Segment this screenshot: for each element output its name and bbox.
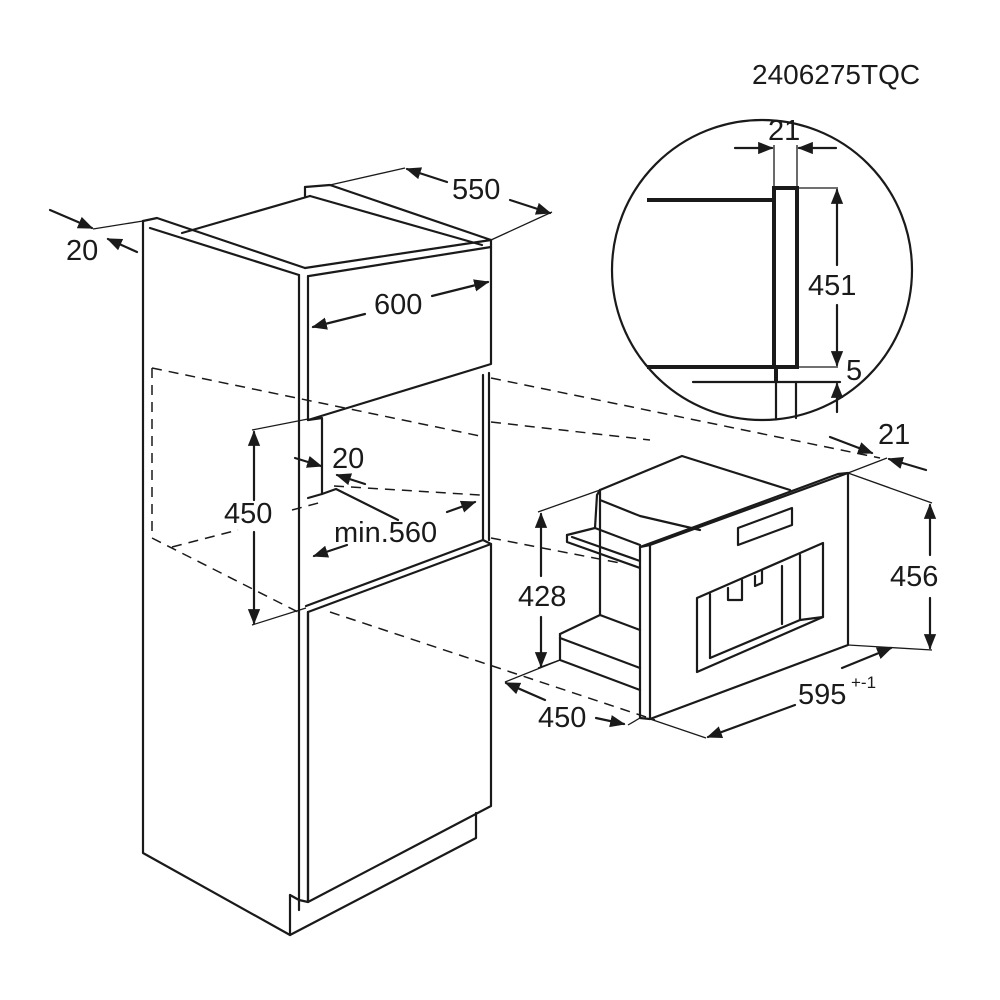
dim-cabinet-depth: 550: [329, 167, 553, 241]
detail-dim-5: 5: [846, 355, 862, 387]
dim-front-thickness: 21: [828, 419, 928, 474]
dim-21-front: 21: [878, 419, 910, 451]
dim-cabinet-width: 600: [311, 279, 490, 330]
dim-front-height: 456: [847, 472, 938, 651]
dim-front-width: 595 +-1: [649, 646, 893, 739]
dim-550: 550: [452, 174, 500, 206]
detail-dim-21: 21: [768, 115, 800, 147]
detail-circle: 21 451 5: [610, 115, 914, 422]
dim-428: 428: [518, 581, 566, 613]
drawing-code: 2406275TQC: [752, 59, 920, 90]
dim-600: 600: [374, 289, 422, 321]
dim-20-niche: 20: [332, 443, 364, 475]
detail-dim-451: 451: [808, 270, 856, 302]
dim-595-tolerance: +-1: [851, 673, 876, 692]
dim-niche-min-width: min.560: [312, 500, 477, 558]
dim-min560: min.560: [334, 517, 437, 549]
dim-450-body: 450: [538, 702, 586, 734]
niche-outline: [151, 367, 881, 721]
dim-niche-offset: 20: [293, 443, 367, 486]
dim-456: 456: [890, 561, 938, 593]
dim-450-niche: 450: [224, 498, 272, 530]
dim-side-thickness: 20: [48, 208, 144, 267]
dim-body-depth: 450: [504, 659, 641, 734]
dim-20-side: 20: [66, 235, 98, 267]
dim-niche-height: 450: [224, 418, 309, 626]
tall-cabinet: [141, 183, 493, 937]
dim-595: 595: [798, 679, 846, 711]
